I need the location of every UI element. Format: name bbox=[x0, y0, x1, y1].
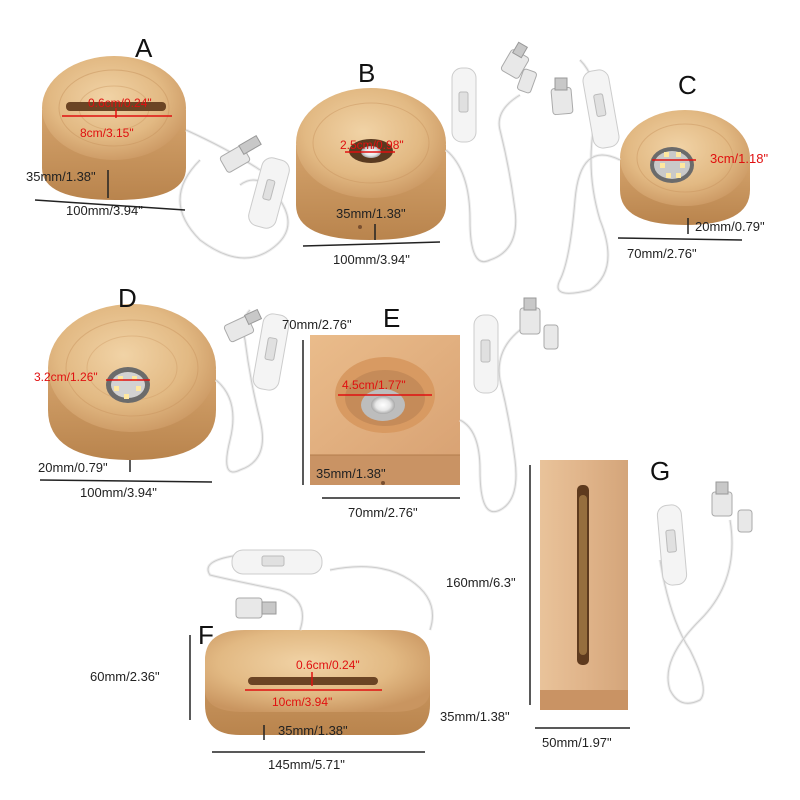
product-c bbox=[550, 58, 750, 295]
c-height: 20mm/0.79" bbox=[695, 219, 765, 234]
label-f: F bbox=[198, 620, 214, 650]
label-g: G bbox=[650, 456, 671, 486]
label-a: A bbox=[135, 33, 153, 63]
e-hole: 4.5cm/1.77" bbox=[342, 378, 406, 392]
d-diameter: 100mm/3.94" bbox=[80, 485, 157, 500]
d-height: 20mm/0.79" bbox=[38, 460, 108, 475]
label-b: B bbox=[358, 58, 376, 88]
b-diameter: 100mm/3.94" bbox=[333, 252, 410, 267]
a-slot-width: 0.6cm/0.24" bbox=[88, 96, 152, 110]
e-width: 70mm/2.76" bbox=[348, 505, 418, 520]
label-c: C bbox=[678, 70, 697, 100]
product-b bbox=[296, 41, 537, 264]
measure-lines bbox=[34, 170, 743, 753]
f-slot-width: 0.6cm/0.24" bbox=[296, 658, 360, 672]
e-height: 35mm/1.38" bbox=[316, 466, 386, 481]
product-f bbox=[205, 549, 434, 735]
c-diameter: 70mm/2.76" bbox=[627, 246, 697, 261]
product-g bbox=[540, 460, 753, 710]
g-width: 50mm/1.97" bbox=[542, 735, 612, 750]
c-hole: 3cm/1.18" bbox=[710, 151, 769, 166]
label-d: D bbox=[118, 283, 137, 313]
g-height: 35mm/1.38" bbox=[440, 709, 510, 724]
product-a bbox=[42, 56, 290, 260]
f-height: 35mm/1.38" bbox=[278, 723, 348, 738]
b-height: 35mm/1.38" bbox=[336, 206, 406, 221]
label-e: E bbox=[383, 303, 401, 333]
f-depth: 60mm/2.36" bbox=[90, 669, 160, 684]
a-height: 35mm/1.38" bbox=[26, 169, 96, 184]
d-hole: 3.2cm/1.26" bbox=[34, 370, 98, 384]
e-side: 70mm/2.76" bbox=[282, 317, 352, 332]
g-length: 160mm/6.3" bbox=[446, 575, 516, 590]
b-hole: 2.5cm/0.98" bbox=[340, 138, 404, 152]
a-diameter: 100mm/3.94" bbox=[66, 203, 143, 218]
f-length: 145mm/5.71" bbox=[268, 757, 345, 772]
f-slot-length: 10cm/3.94" bbox=[272, 695, 333, 709]
measure-lines-red bbox=[62, 108, 696, 691]
a-slot-length: 8cm/3.15" bbox=[80, 126, 134, 140]
product-d bbox=[48, 304, 290, 474]
